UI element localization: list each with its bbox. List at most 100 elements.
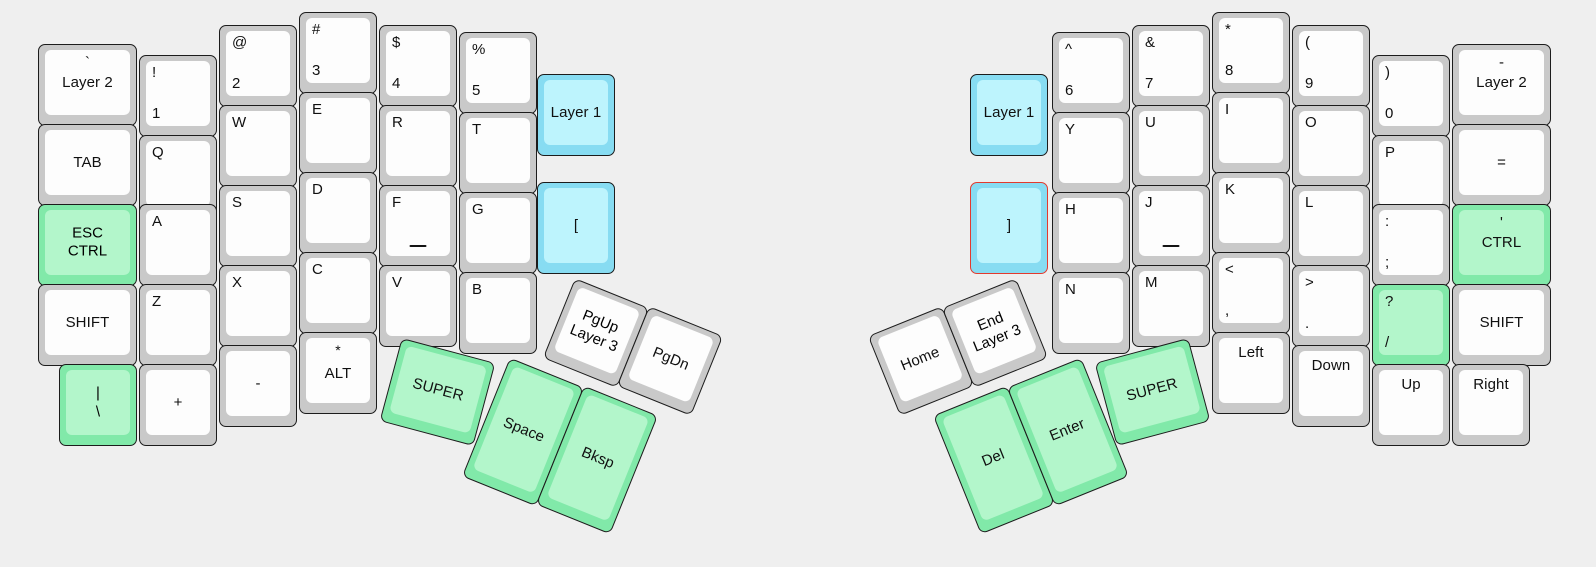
key-bracket-left[interactable]: [	[537, 182, 615, 274]
key-r[interactable]: R	[379, 105, 457, 187]
key-c[interactable]: C	[299, 252, 377, 334]
keycap-face: [	[544, 188, 608, 263]
keycap-face: * 8	[1219, 18, 1283, 83]
keycap-face: Left	[1219, 338, 1283, 403]
key-up-arrow[interactable]: Up	[1372, 364, 1450, 446]
keycap-face: S	[226, 191, 290, 256]
key-bracket-right[interactable]: ]	[970, 182, 1048, 274]
key-o[interactable]: O	[1292, 105, 1370, 187]
homing-bar-icon	[1162, 244, 1180, 247]
key-a[interactable]: A	[139, 204, 217, 286]
keycap-face: Up	[1379, 370, 1443, 435]
keycap-face: Z	[146, 290, 210, 355]
key-1[interactable]: ! 1	[139, 55, 217, 137]
key-k[interactable]: K	[1212, 172, 1290, 254]
key-equals[interactable]: =	[1452, 124, 1551, 206]
key-semicolon[interactable]: : ;	[1372, 204, 1450, 286]
legend-top: X	[232, 274, 243, 291]
legend-top: E	[312, 101, 323, 118]
key-period[interactable]: > .	[1292, 265, 1370, 347]
key-shift-left[interactable]: SHIFT	[38, 284, 137, 366]
key-n[interactable]: N	[1052, 272, 1130, 354]
key-right-arrow[interactable]: Right	[1452, 364, 1530, 446]
keycap-face: ^ 6	[1059, 38, 1123, 103]
key-q[interactable]: Q	[139, 135, 217, 217]
key-d[interactable]: D	[299, 172, 377, 254]
key-comma[interactable]: < ,	[1212, 252, 1290, 334]
keycap-face: < ,	[1219, 258, 1283, 323]
legend-stack: End Layer 3	[956, 301, 1031, 360]
key-j[interactable]: J	[1132, 185, 1210, 267]
key-7[interactable]: & 7	[1132, 25, 1210, 107]
key-4[interactable]: $ 4	[379, 25, 457, 107]
keycap-face: Layer 1	[977, 80, 1041, 145]
legend-bottom: 4	[392, 75, 401, 93]
key-5[interactable]: % 5	[459, 32, 537, 114]
key-super-right[interactable]: SUPER	[1094, 337, 1211, 447]
legend-top: C	[312, 261, 323, 278]
key-e[interactable]: E	[299, 92, 377, 174]
legend-center: Bksp	[579, 443, 617, 472]
key-3[interactable]: # 3	[299, 12, 377, 94]
keycap-face: M	[1139, 271, 1203, 336]
keycap-face: ]	[977, 188, 1041, 263]
key-layer2-left[interactable]: ` Layer 2	[38, 44, 137, 126]
key-f[interactable]: F	[379, 185, 457, 267]
key-h[interactable]: H	[1052, 192, 1130, 274]
key-9[interactable]: ( 9	[1292, 25, 1370, 107]
key-w[interactable]: W	[219, 105, 297, 187]
key-8[interactable]: * 8	[1212, 12, 1290, 94]
key-y[interactable]: Y	[1052, 112, 1130, 194]
legend-top: P	[1385, 144, 1396, 161]
legend-top: :	[1385, 213, 1390, 230]
legend-center: Down	[1311, 357, 1351, 374]
key-layer1-right[interactable]: Layer 1	[970, 74, 1048, 156]
key-pipe-backslash[interactable]: | \	[59, 364, 137, 446]
key-shift-right[interactable]: SHIFT	[1452, 284, 1551, 366]
legend-bottom: CTRL	[67, 242, 108, 260]
key-minus-left[interactable]: -	[219, 345, 297, 427]
key-down-arrow[interactable]: Down	[1292, 345, 1370, 427]
keycap-face: O	[1299, 111, 1363, 176]
key-0[interactable]: ) 0	[1372, 55, 1450, 137]
key-quote-ctrl[interactable]: ' CTRL	[1452, 204, 1551, 286]
key-m[interactable]: M	[1132, 265, 1210, 347]
legend-top: Y	[1065, 121, 1076, 138]
key-l[interactable]: L	[1292, 185, 1370, 267]
key-plus[interactable]: +	[139, 364, 217, 446]
legend-center: Home	[898, 342, 942, 374]
keycap-face: A	[146, 210, 210, 275]
keycap-face: ( 9	[1299, 31, 1363, 96]
legend-bottom: 8	[1225, 62, 1234, 80]
key-p[interactable]: P	[1372, 135, 1450, 217]
keycap-face: SHIFT	[45, 290, 130, 355]
key-6[interactable]: ^ 6	[1052, 32, 1130, 114]
legend-center: Up	[1401, 376, 1421, 393]
key-t[interactable]: T	[459, 112, 537, 194]
key-layer1-left[interactable]: Layer 1	[537, 74, 615, 156]
legend-top: G	[472, 201, 484, 218]
keycap-face: % 5	[466, 38, 530, 103]
key-i[interactable]: I	[1212, 92, 1290, 174]
key-x[interactable]: X	[219, 265, 297, 347]
keycap-face: X	[226, 271, 290, 336]
key-slash[interactable]: ? /	[1372, 284, 1450, 366]
key-u[interactable]: U	[1132, 105, 1210, 187]
key-z[interactable]: Z	[139, 284, 217, 366]
key-g[interactable]: G	[459, 192, 537, 274]
keycap-face: ' CTRL	[1459, 210, 1544, 275]
key-s[interactable]: S	[219, 185, 297, 267]
legend-top: D	[312, 181, 323, 198]
keycap-face: @ 2	[226, 31, 290, 96]
key-left-arrow[interactable]: Left	[1212, 332, 1290, 414]
key-layer2-right[interactable]: - Layer 2	[1452, 44, 1551, 126]
keycap-face: N	[1059, 278, 1123, 343]
key-alt[interactable]: * ALT	[299, 332, 377, 414]
key-super-left[interactable]: SUPER	[379, 337, 496, 447]
keycap-face: Down	[1299, 351, 1363, 416]
key-tab[interactable]: TAB	[38, 124, 137, 206]
key-esc-ctrl[interactable]: ESC CTRL	[38, 204, 137, 286]
key-v[interactable]: V	[379, 265, 457, 347]
key-b[interactable]: B	[459, 272, 537, 354]
key-2[interactable]: @ 2	[219, 25, 297, 107]
